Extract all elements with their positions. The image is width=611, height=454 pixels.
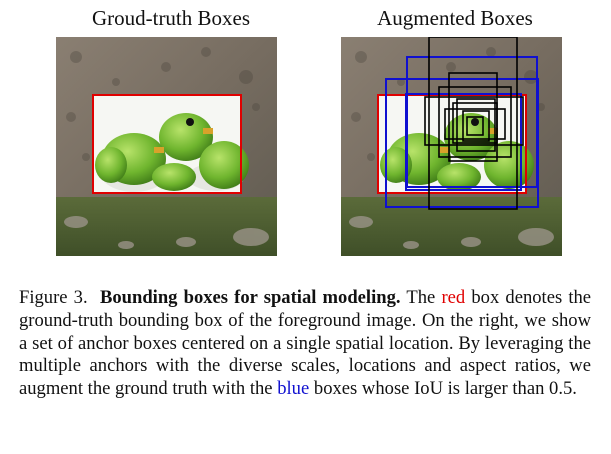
apple: [95, 147, 127, 183]
figure-caption: Figure 3. Bounding boxes for spatial mod…: [19, 287, 591, 401]
caption-red-word: red: [441, 287, 466, 308]
right-panel-title: Augmented Boxes: [377, 6, 533, 30]
caption-text: The: [406, 287, 436, 308]
anchor-boxes: [424, 37, 524, 210]
augmented-box: [405, 93, 522, 191]
caption-blue-word: blue: [277, 378, 310, 400]
anchor-box: [444, 108, 506, 140]
anchor-box: [424, 96, 524, 146]
anchor-box: [428, 37, 518, 210]
grass-foreground: [341, 197, 562, 256]
anchor-box: [438, 86, 512, 158]
left-panel-title: Groud-truth Boxes: [91, 6, 251, 30]
apple: [380, 147, 412, 183]
caption-label: Figure 3.: [19, 287, 88, 308]
grass-foreground: [56, 197, 277, 256]
augmented-image: [341, 37, 562, 256]
apple: [152, 163, 196, 191]
anchor-box: [456, 98, 496, 152]
anchor-box: [466, 116, 484, 136]
augmented-boxes: [385, 56, 539, 208]
caption-text: box denotes the ground-truth bounding bo…: [19, 287, 592, 400]
caption-text: boxes whose IoU is larger than 0.5.: [313, 378, 577, 400]
apple: [437, 163, 481, 191]
caption-bold-title: Bounding boxes for spatial modeling.: [99, 287, 401, 308]
ground-truth-box: [92, 94, 242, 194]
ground-truth-image: [56, 37, 277, 256]
anchor-box: [462, 110, 490, 142]
apple: [159, 113, 213, 161]
anchor-box: [452, 102, 498, 144]
apple: [199, 141, 249, 189]
